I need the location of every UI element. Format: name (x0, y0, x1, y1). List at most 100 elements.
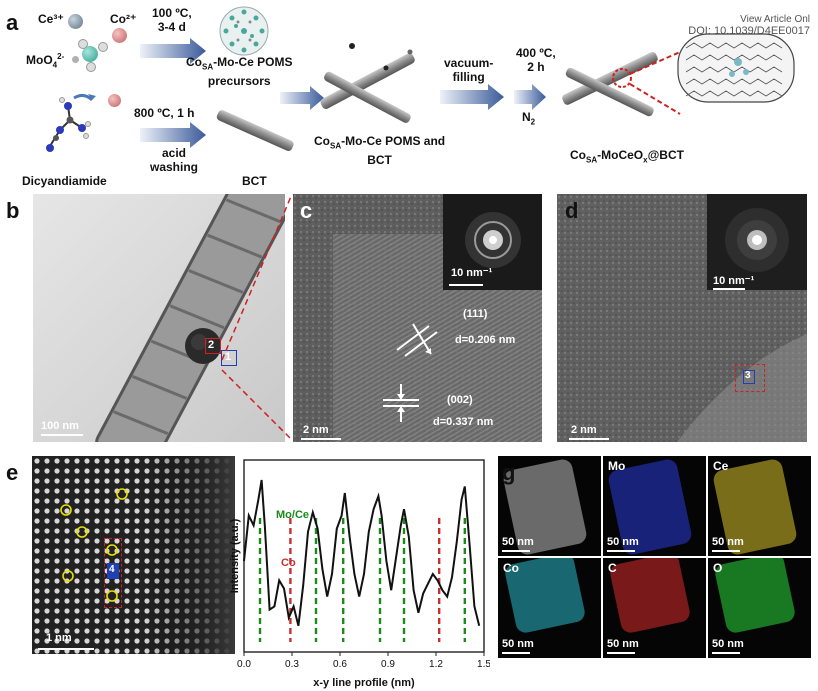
fft-scale-label: 10 nm⁻¹ (713, 275, 755, 287)
roi-box-4: 4 (104, 538, 122, 608)
co-ion-sphere (112, 28, 127, 43)
x-tick-label-5: 1.5 (477, 659, 490, 670)
condition-pyrolysis: 800 ºC, 1 h (134, 106, 195, 120)
scale-label: 2 nm (303, 424, 329, 436)
x-tick-label-1: 0.3 (285, 659, 299, 670)
poms-bct-mixture-icon (320, 43, 415, 123)
co-annotation: Co (281, 557, 296, 569)
x-tick-label-2: 0.6 (333, 659, 347, 670)
panel-c-label: c (300, 198, 313, 223)
y-axis-label: Intensity (a.u.) (229, 518, 241, 593)
element-label: C (608, 561, 617, 575)
dicyandiamide-label: Dicyandiamide (22, 174, 107, 188)
plane-002-label: (002) (447, 394, 473, 406)
co-sphere-small (108, 94, 121, 107)
scale-bar (712, 652, 740, 654)
scale-bar (569, 438, 609, 440)
scale-bar (607, 652, 635, 654)
fft-inset-c: 10 nm⁻¹ (443, 194, 542, 290)
eds-map-c: C 50 nm (603, 558, 706, 658)
element-distribution (713, 558, 797, 635)
poms-cluster-icon (219, 6, 269, 56)
scale-label: 50 nm (607, 638, 639, 650)
eds-map-haadf: 50 nm (498, 456, 601, 556)
d-spacing-111-label: d=0.206 nm (455, 334, 516, 346)
element-label: Ce (713, 459, 729, 473)
fft-scale-label: 10 nm⁻¹ (451, 267, 493, 279)
scale-bar (38, 648, 94, 650)
roi-box-2: 2 (205, 338, 221, 354)
panel-e-label: e (6, 460, 19, 485)
hrtem-image-d: 10 nm⁻¹ 3 2 nm (557, 194, 807, 442)
x-tick-label-4: 1.2 (429, 659, 443, 670)
element-distribution (608, 558, 692, 635)
scale-bar (607, 550, 635, 552)
d-spacing-002-label: d=0.337 nm (433, 416, 494, 428)
eds-map-ce: Ce 50 nm (708, 456, 811, 556)
scale-label: 1 nm (46, 632, 72, 644)
panel-a-label: a (6, 10, 19, 35)
condition-annealing: 400 ºC,2 h (516, 46, 556, 74)
panel-d-label: d (565, 198, 579, 223)
ce-ion-label: Ce³⁺ (38, 12, 64, 26)
scale-bar (301, 438, 341, 440)
element-label: Mo (608, 459, 626, 473)
haadf-image-e: 4 1 nm (32, 456, 235, 654)
scale-bar (41, 434, 83, 436)
plot-frame (243, 459, 485, 653)
condition-vacuum-filling: vacuum-filling (444, 56, 494, 84)
fft-scale-bar (449, 284, 483, 286)
zoom-guide-lines (221, 194, 293, 441)
condition-hydrothermal: 100 ºC,3-4 d (152, 6, 192, 34)
ce-ion-sphere (68, 14, 83, 29)
poms-bct-label: CoSA-Mo-Ce POMS and BCT (314, 134, 446, 168)
lattice-arrows-002 (383, 384, 419, 422)
panel-g-label: g (502, 460, 516, 485)
intensity-line (243, 479, 481, 627)
scale-label: 2 nm (571, 424, 597, 436)
arrow-right-icon (280, 86, 324, 110)
plane-111-label: (111) (463, 308, 488, 320)
nanotube-lattice-icon (677, 33, 795, 103)
scale-label: 50 nm (502, 638, 534, 650)
fft-inset-d: 10 nm⁻¹ (707, 194, 807, 290)
arrow-right-icon (514, 84, 546, 110)
eds-map-o: O 50 nm (708, 558, 811, 658)
roi-box-1: 1 (221, 350, 237, 366)
product-tubes-icon (562, 51, 681, 117)
scale-bar (712, 550, 740, 552)
arrow-right-icon (140, 38, 206, 64)
lattice-arrows-111 (396, 323, 438, 357)
molybdate-label: MoO42- (26, 52, 65, 70)
fft-scale-bar (713, 288, 745, 290)
hrtem-image-c: 10 nm⁻¹ (111) d=0.206 nm (002) d=0.337 n… (293, 194, 542, 442)
scale-label: 100 nm (41, 420, 79, 432)
element-label: Co (503, 561, 519, 575)
bct-label: BCT (242, 174, 267, 188)
arrow-right-icon (440, 84, 504, 110)
poms-precursors-label: CoSA-Mo-Ce POMS precursors (186, 55, 293, 89)
scale-bar (502, 550, 530, 552)
view-article-link[interactable]: View Article Onl (740, 14, 810, 25)
scale-label: 50 nm (712, 638, 744, 650)
scale-label: 50 nm (712, 536, 744, 548)
roi-box-3: 3 (735, 364, 765, 392)
x-tick-label-0: 0.0 (237, 659, 251, 670)
bct-tube-icon (216, 110, 294, 151)
x-axis-label: x-y line profile (nm) (313, 677, 415, 689)
eds-map-co: Co 50 nm (498, 558, 601, 658)
co-ion-label: Co²⁺ (110, 12, 137, 26)
condition-atmosphere: N2 (522, 110, 536, 127)
arrow-right-icon (140, 122, 206, 148)
molybdate-molecule (72, 38, 110, 72)
panel-b-label: b (6, 198, 20, 223)
scale-bar (502, 652, 530, 654)
mo-ce-annotation: Mo/Ce (276, 509, 309, 521)
element-label: O (713, 561, 723, 575)
tem-image-b: 2 1 100 nm (33, 194, 285, 442)
product-label: CoSA-MoCeOx@BCT (570, 148, 684, 165)
